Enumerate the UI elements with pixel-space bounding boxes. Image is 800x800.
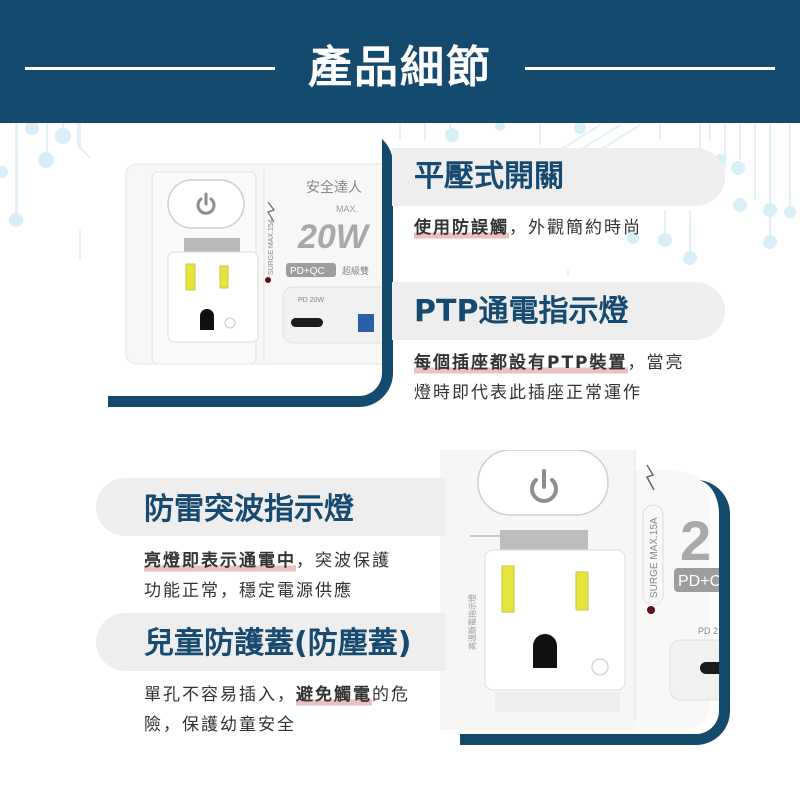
feature-ptp-title-pill	[392, 282, 725, 340]
header-line-left	[25, 67, 275, 70]
port-label: PD 2	[698, 626, 718, 636]
feature-surge-title-pill	[96, 478, 446, 536]
feature-child-guard-description: 單孔不容易插入，避免觸電的危 險，保護幼童安全	[144, 685, 410, 735]
feature-ptp-highlight: 每個插座都設有PTP裝置	[414, 353, 628, 374]
feature-child-guard-title: 兒童防護蓋(防塵蓋)	[144, 626, 412, 661]
product-photo-bottom: 高溫斷電指示燈 SURGE MAX.15A 2 PD+C PD 2	[440, 450, 730, 745]
feature-child-guard-title-pill	[96, 613, 446, 671]
circuit-background-decoration	[0, 123, 796, 275]
wattage-label: 20W	[297, 218, 371, 256]
feature-switch-highlight: 使用防誤觸	[414, 218, 509, 239]
feature-ptp-title: PTP通電指示燈	[414, 294, 629, 329]
wattage-label: 2	[680, 509, 711, 572]
header-line-right	[525, 67, 775, 70]
product-photo-power-strip: SURGE MAX.15A 安全達人 MAX. 20W PD+QC 超級雙 PD…	[108, 130, 382, 396]
feature-switch-title: 平壓式開關	[414, 159, 564, 194]
power-strip-closeup-illustration: 高溫斷電指示燈 SURGE MAX.15A 2 PD+C PD 2	[440, 450, 719, 730]
power-strip-illustration: SURGE MAX.15A 安全達人 MAX. 20W PD+QC 超級雙 PD…	[125, 163, 382, 365]
svg-text:超級雙: 超級雙	[342, 265, 369, 277]
svg-text:高溫斷電指示燈: 高溫斷電指示燈	[467, 594, 477, 650]
surge-label: SURGE MAX.15A	[649, 517, 660, 598]
pd-qc-badge: PD+C	[678, 573, 719, 590]
feature-switch-description: 使用防誤觸，外觀簡約時尚	[414, 218, 642, 239]
port-label: PD 20W	[298, 297, 324, 304]
max-label: MAX.	[336, 204, 358, 214]
header-banner: 產品細節	[0, 0, 800, 123]
feature-surge-description: 亮燈即表示通電中，突波保護 功能正常，穩定電源供應	[144, 551, 391, 601]
feature-surge-highlight: 亮燈即表示通電中	[144, 551, 296, 572]
product-photo-power-strip-closeup: 高溫斷電指示燈 SURGE MAX.15A 2 PD+C PD 2	[440, 450, 719, 734]
page-title: 產品細節	[308, 42, 492, 93]
pd-qc-badge: PD+QC	[290, 266, 325, 277]
brand-text: 安全達人	[306, 179, 362, 196]
feature-switch-title-pill	[392, 148, 725, 206]
photo-frame-border	[460, 480, 730, 745]
surge-label: SURGE MAX.15A	[268, 218, 275, 275]
feature-surge-title: 防雷突波指示燈	[144, 492, 354, 527]
feature-ptp-description: 每個插座都設有PTP裝置，當亮 燈時即代表此插座正常運作	[414, 353, 685, 403]
photo-frame-border	[108, 130, 393, 407]
product-photo-top: SURGE MAX.15A 安全達人 MAX. 20W PD+QC 超級雙 PD…	[108, 130, 393, 407]
feature-child-guard-highlight: 避免觸電	[296, 685, 372, 706]
